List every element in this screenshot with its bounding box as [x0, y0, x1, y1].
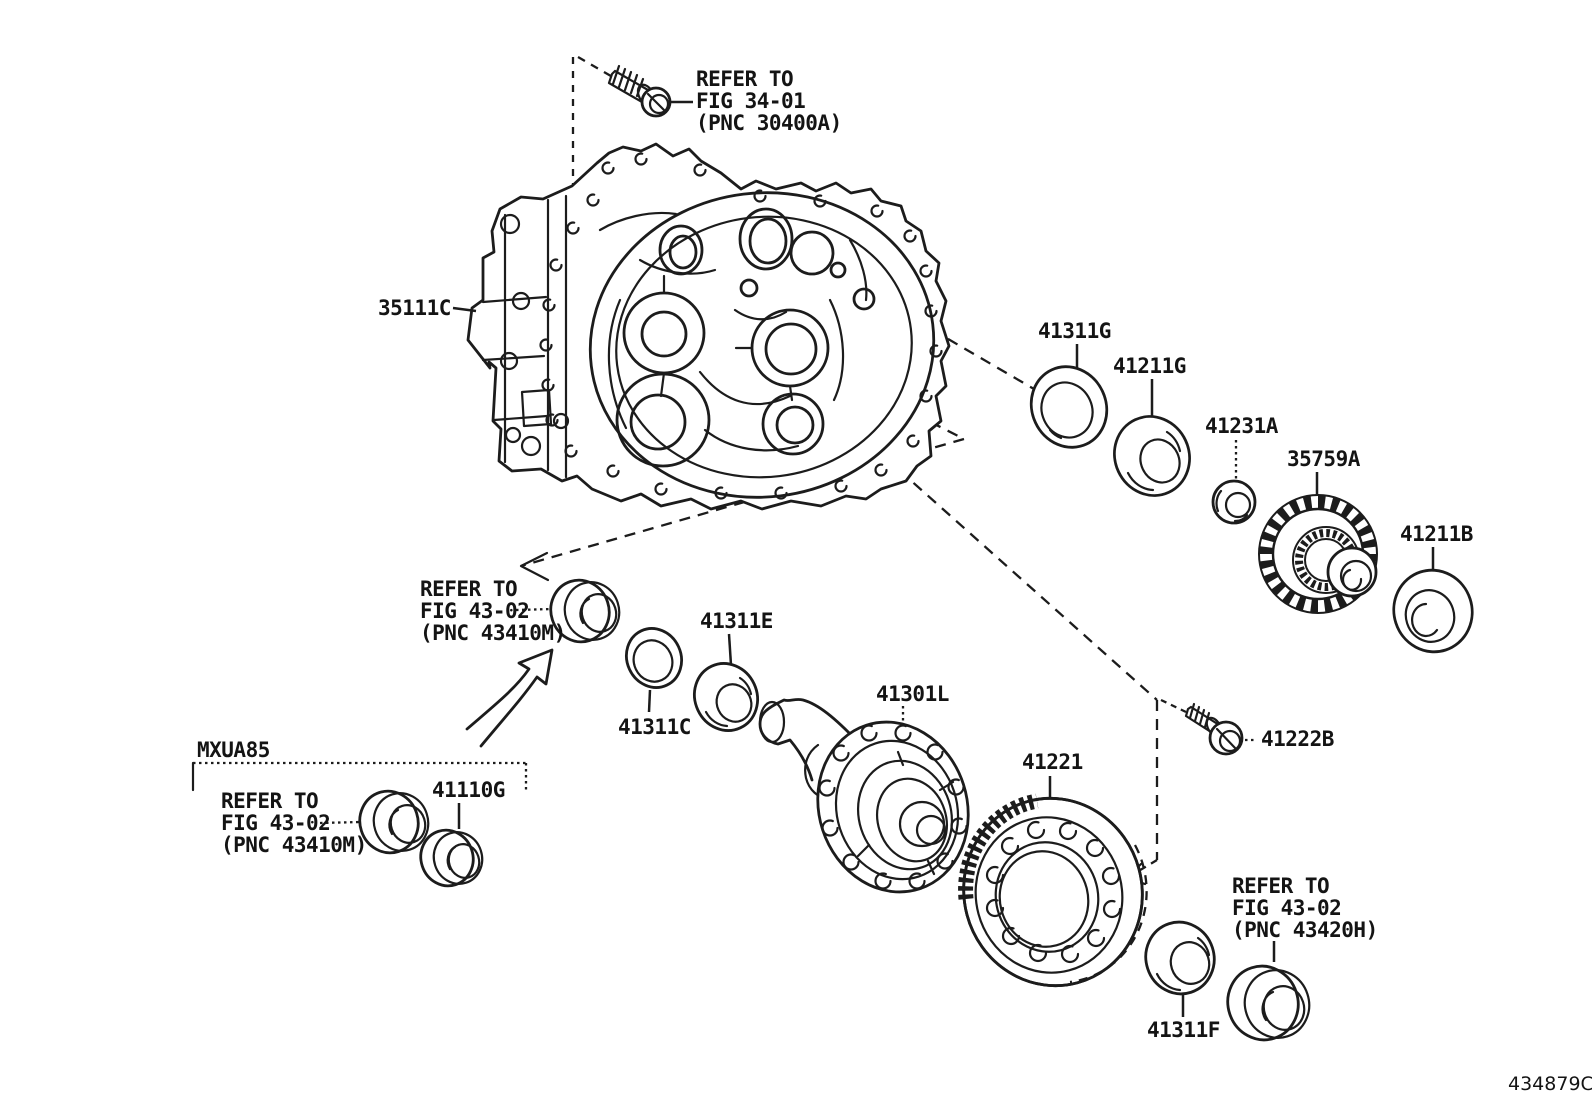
note-fig4302-mid-line3: (PNC 43410M)	[420, 621, 566, 645]
thrust-washer-41311G-drawing	[1029, 344, 1109, 449]
part-labels: 35111C 41311G 41211G 41231A 35759A 41211…	[197, 296, 1592, 1095]
label-41311E[interactable]: 41311E	[700, 609, 773, 633]
label-41221[interactable]: 41221	[1022, 750, 1083, 774]
label-41311F[interactable]: 41311F	[1147, 1018, 1220, 1042]
oil-seal-41110G-drawing	[419, 803, 484, 888]
note-fig3401: REFER TO FIG 34-01 (PNC 30400A)	[696, 67, 842, 135]
diff-case-41301L-drawing	[758, 698, 970, 894]
direction-arrow	[465, 648, 554, 748]
label-41311C[interactable]: 41311C	[618, 715, 691, 739]
label-35759A[interactable]: 35759A	[1287, 447, 1361, 471]
driven-gear-35759A-drawing	[1258, 472, 1378, 614]
label-41301L[interactable]: 41301L	[876, 682, 949, 706]
label-41211G[interactable]: 41211G	[1113, 354, 1186, 378]
note-fig4302-left: REFER TO FIG 43-02 (PNC 43410M)	[221, 789, 367, 857]
ring-gear-holes	[985, 820, 1122, 964]
note-fig3401-line3: (PNC 30400A)	[696, 111, 842, 135]
label-41110G[interactable]: 41110G	[432, 778, 505, 802]
transaxle-housing-drawing	[466, 142, 951, 511]
diff-flange-holes	[818, 724, 968, 890]
race-washer-41311C-drawing	[625, 627, 683, 713]
note-fig4302-left-line1: REFER TO	[221, 789, 318, 813]
side-bearing-41311F-drawing	[1144, 920, 1216, 1017]
note-fig4302-mid-line2: FIG 43-02	[420, 599, 529, 623]
note-fig4302-right-line3: (PNC 43420H)	[1232, 918, 1378, 942]
note-fig4302-mid: REFER TO FIG 43-02 (PNC 43410M)	[420, 577, 566, 645]
housing-left-block	[481, 194, 570, 479]
housing-bolt-holes	[539, 152, 943, 500]
ring-gear-bolt-41222B-drawing	[1184, 702, 1257, 756]
oil-seal-left-drawing	[319, 789, 430, 855]
note-fig4302-left-line2: FIG 43-02	[221, 811, 330, 835]
label-41222B[interactable]: 41222B	[1261, 727, 1334, 751]
note-fig4302-right: REFER TO FIG 43-02 (PNC 43420H)	[1232, 874, 1378, 942]
note-fig4302-right-line1: REFER TO	[1232, 874, 1329, 898]
rear-bearing-41211B-drawing	[1392, 547, 1474, 654]
ring-gear-41221-drawing	[958, 776, 1148, 988]
label-41211B[interactable]: 41211B	[1400, 522, 1473, 546]
label-35111C[interactable]: 35111C	[378, 296, 451, 320]
label-model-code: MXUA85	[197, 738, 270, 762]
oil-seal-mid-drawing	[515, 578, 621, 644]
oil-seal-43420H-drawing	[1226, 941, 1311, 1042]
label-41231A[interactable]: 41231A	[1205, 414, 1279, 438]
note-fig4302-left-line3: (PNC 43410M)	[221, 833, 367, 857]
housing-ribs	[598, 211, 868, 452]
label-41311G[interactable]: 41311G	[1038, 319, 1111, 343]
front-bearing-41211G-drawing	[1113, 379, 1191, 497]
note-fig3401-line1: REFER TO	[696, 67, 793, 91]
side-bearing-41311E-drawing	[693, 633, 759, 732]
figure-code: 434879C	[1508, 1073, 1592, 1095]
note-fig4302-mid-line1: REFER TO	[420, 577, 517, 601]
case-bolt-drawing	[607, 64, 693, 118]
mxua85-bracket	[191, 761, 528, 792]
leader-35111C	[452, 306, 477, 313]
note-fig3401-line2: FIG 34-01	[696, 89, 805, 113]
note-fig4302-right-line2: FIG 43-02	[1232, 896, 1341, 920]
lock-nut-41231A-drawing	[1211, 440, 1257, 525]
